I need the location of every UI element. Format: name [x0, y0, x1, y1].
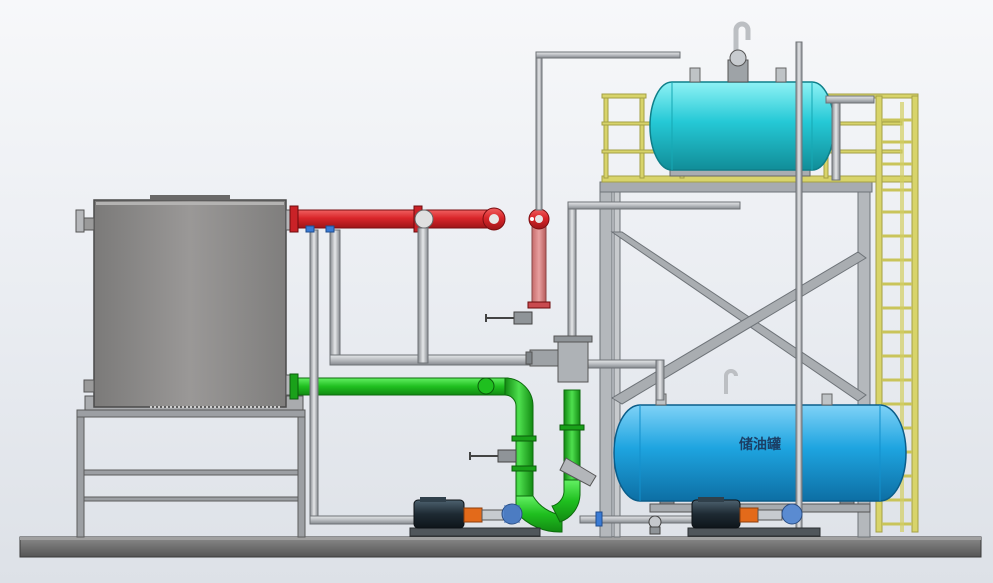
heater-body	[75, 195, 304, 411]
motor-icon	[691, 499, 741, 529]
pump-icon	[781, 503, 803, 525]
flange-icon	[305, 225, 603, 527]
heater-support-frame	[76, 409, 306, 538]
circulation-pump	[409, 497, 541, 537]
auxiliary-pipes	[309, 41, 875, 537]
expansion-tank	[649, 21, 835, 177]
base-skid	[19, 536, 982, 558]
motor-icon	[413, 499, 465, 529]
transfer-pump	[687, 497, 821, 537]
storage-tank-label: 储油罐	[738, 436, 781, 453]
valve-icon	[469, 449, 517, 463]
return-oil-pipe	[289, 373, 597, 533]
valve-icon	[648, 515, 662, 535]
storage-tank: 储油罐	[613, 369, 907, 513]
hot-oil-supply-pipe	[289, 205, 551, 309]
oil-filter	[525, 335, 593, 383]
valve-icon	[485, 311, 533, 325]
